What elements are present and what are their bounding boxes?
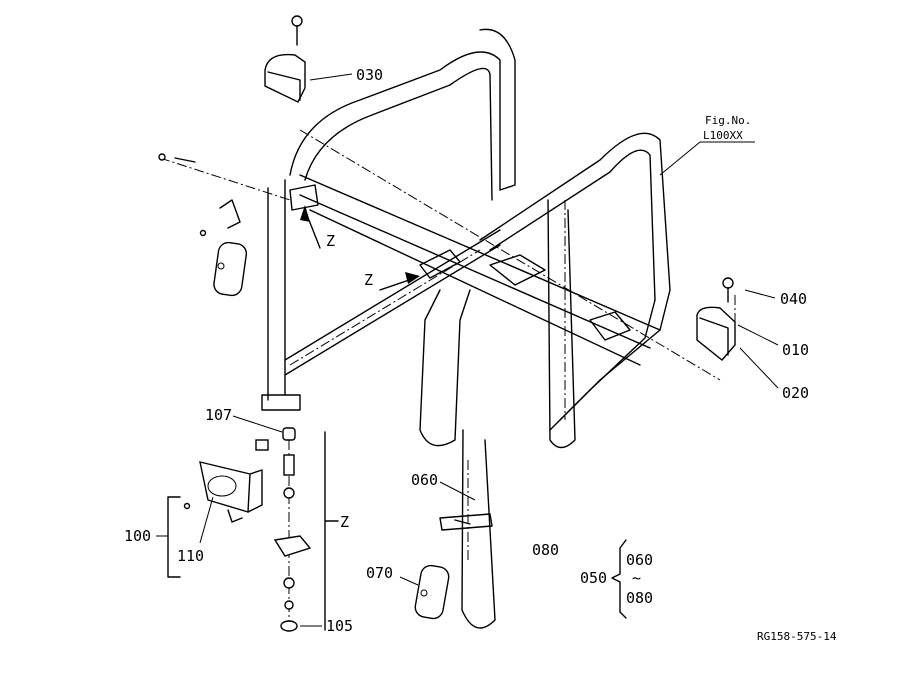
bracket-z — [324, 431, 339, 631]
leader-020 — [739, 347, 779, 389]
stack-washer-3 — [284, 600, 294, 610]
callout-020: 020 — [782, 384, 809, 402]
stack-nut-105 — [280, 620, 298, 632]
stack-washer-1 — [283, 487, 295, 499]
view-marker-z1: Z — [326, 232, 335, 250]
leader-070 — [399, 576, 419, 586]
centre-pillar-upper — [419, 289, 471, 447]
callout-080: 080 — [532, 541, 559, 559]
mirror-upper-pivot — [217, 262, 225, 270]
range-from: 060 — [626, 551, 653, 569]
rear-top-arch-inner — [304, 67, 493, 201]
screw-040-icon — [722, 277, 734, 289]
right-mirror-assembly — [399, 481, 493, 620]
arrow-z2-head — [405, 272, 420, 284]
work-light-housing — [199, 461, 251, 513]
view-marker-z3: Z — [340, 513, 349, 531]
work-light-bulb-icon — [183, 502, 191, 510]
beam-bracket-2 — [589, 311, 631, 341]
stack-block — [255, 439, 269, 451]
mirror-070-pivot — [420, 589, 428, 597]
line-diagonal — [289, 249, 481, 366]
part-107-nut — [282, 427, 296, 441]
cap-010-edge — [699, 317, 729, 356]
work-light-assembly — [156, 461, 263, 578]
mirror-upper-glass — [213, 241, 248, 297]
rear-right-upper — [479, 28, 516, 191]
cap-030-edge — [267, 71, 301, 101]
fig-no-value: L100XX — [703, 129, 743, 142]
stack-plate — [273, 535, 312, 557]
callout-060: 060 — [411, 471, 438, 489]
line-mirror-left — [159, 157, 291, 201]
beam-bracket-1 — [489, 254, 546, 286]
work-light-side — [247, 469, 263, 513]
callout-030: 030 — [356, 66, 383, 84]
front-lower-pillar — [547, 199, 576, 449]
callout-070: 070 — [366, 564, 393, 582]
left-upper-mirror — [158, 153, 248, 297]
mirror-upper-arm — [219, 199, 241, 229]
diagonal-beam — [284, 229, 501, 376]
arrow-z1-head — [300, 205, 310, 222]
front-roof-arch-inner — [489, 149, 656, 301]
part-010-cap — [696, 277, 779, 389]
callout-050: 050 — [580, 569, 607, 587]
callout-100: 100 — [124, 527, 151, 545]
range-tilde: ~ — [632, 569, 641, 587]
leader-060 — [439, 481, 476, 501]
rear-left-foot — [261, 394, 301, 411]
stack-washer-2 — [283, 577, 295, 589]
centre-pillar-lower — [461, 429, 496, 629]
bolt-icon — [158, 153, 166, 161]
mirror-060-clamp — [439, 513, 493, 531]
top-cross-beam — [299, 174, 661, 331]
rear-top-arch — [289, 51, 501, 191]
range-bracket-050 — [611, 539, 627, 619]
mount-bracket-left — [289, 184, 319, 211]
rear-left-pillar — [267, 179, 286, 401]
fig-no-leader — [659, 141, 701, 176]
clamp-bolt — [454, 519, 471, 525]
range-to: 080 — [626, 589, 653, 607]
hardware-stack — [232, 415, 339, 632]
bolt-shaft — [174, 157, 196, 163]
callout-010: 010 — [782, 341, 809, 359]
figure-ref-code: RG158-575-14 — [757, 630, 837, 643]
top-cross-beam-lower — [299, 194, 651, 349]
callout-040: 040 — [780, 290, 807, 308]
screw-top-icon — [291, 15, 303, 27]
fig-no-label: Fig.No. — [705, 114, 751, 127]
view-marker-z2: Z — [364, 271, 373, 289]
brace-050 — [611, 539, 627, 619]
work-light-bracket — [227, 509, 243, 523]
callout-110: 110 — [177, 547, 204, 565]
line-030-to-010 — [299, 129, 721, 381]
front-roof-arch — [479, 132, 671, 291]
fig-no-tag — [659, 141, 755, 176]
part-030-cap — [264, 15, 353, 103]
leader-010 — [737, 324, 779, 346]
mirror-070-glass — [414, 564, 450, 620]
front-right-pillar — [559, 289, 671, 421]
leader-030 — [309, 73, 353, 81]
stack-bolt — [283, 454, 295, 476]
leader-107 — [232, 415, 283, 433]
leader-040 — [744, 289, 776, 299]
callout-107: 107 — [205, 406, 232, 424]
bracket-100 — [167, 496, 181, 578]
work-light-lens — [207, 475, 237, 497]
cab-frame — [261, 28, 671, 629]
mid-cross-beam — [309, 209, 641, 366]
leader-110 — [199, 496, 214, 544]
view-arrows — [300, 205, 420, 291]
callout-105: 105 — [326, 617, 353, 635]
front-right-pillar-inner — [549, 299, 656, 431]
cap-010-body — [696, 306, 736, 361]
cap-030-body — [264, 53, 306, 103]
washer-icon — [199, 229, 207, 237]
